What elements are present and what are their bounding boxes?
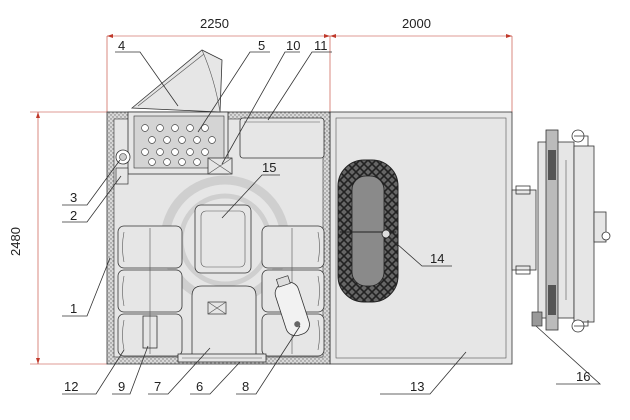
callout-1: 1 — [70, 301, 77, 316]
callout-7: 7 — [154, 379, 161, 394]
roof-hatch-15 — [194, 204, 252, 274]
dimension-top-right: 2000 — [402, 16, 431, 31]
callout-11: 11 — [314, 38, 328, 53]
callout-16: 16 — [576, 369, 590, 384]
seat-armrest-9 — [142, 315, 158, 349]
callout-9: 9 — [118, 379, 125, 394]
callout-14: 14 — [430, 251, 444, 266]
dimension-left-height: 2480 — [8, 227, 23, 256]
callout-4: 4 — [118, 38, 125, 53]
door-step-6 — [177, 353, 267, 363]
floor-hatch-7 — [191, 285, 257, 357]
callout-2: 2 — [70, 208, 77, 223]
opened-hatch-lid — [130, 49, 223, 113]
seats-left — [117, 225, 183, 357]
heater-unit-3 — [115, 149, 131, 165]
gas-cylinder-8 — [274, 275, 310, 337]
dimension-top-left: 2250 — [200, 16, 229, 31]
callout-12: 12 — [64, 379, 78, 394]
leader-lines — [62, 51, 602, 395]
callout-3: 3 — [70, 190, 77, 205]
callout-6: 6 — [196, 379, 203, 394]
cabinet-11 — [239, 117, 325, 159]
callout-labels: 4 5 10 11 3 2 15 1 14 12 9 7 6 8 13 16 — [64, 38, 590, 394]
callout-8: 8 — [242, 379, 249, 394]
callout-5: 5 — [258, 38, 265, 53]
callout-15: 15 — [262, 160, 276, 175]
drawbar-coupling-16 — [511, 129, 611, 333]
spare-wheel-14 — [337, 159, 399, 303]
panel-2 — [115, 167, 129, 185]
callout-10: 10 — [286, 38, 300, 53]
callout-13: 13 — [410, 379, 424, 394]
control-box-10 — [207, 157, 233, 175]
